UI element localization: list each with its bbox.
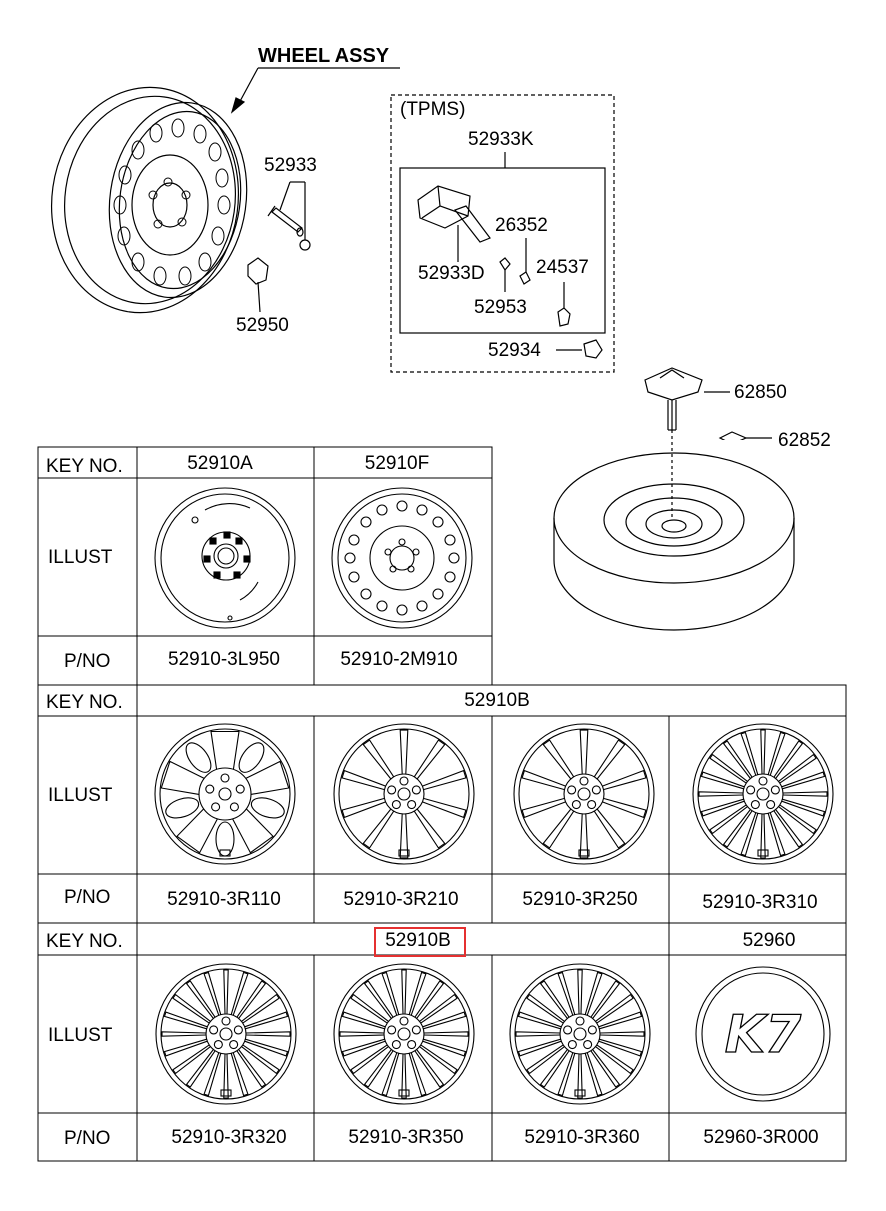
table2-pno-52910-3r210: 52910-3R210: [343, 889, 459, 910]
alloy-wheel-3r110-icon: [154, 723, 296, 865]
alloy-wheel-3r350-icon: [333, 963, 475, 1105]
table2-pno-52910-3r310: 52910-3R310: [702, 892, 818, 913]
alloy-wheel-3r210-icon: [333, 723, 475, 865]
exploded-diagram: [50, 67, 772, 440]
valve-illustration: [267, 181, 311, 251]
steel-wheel-icon: [331, 487, 473, 629]
part-26352-label: 26352: [495, 215, 548, 236]
wheel-assy-illustration: [50, 67, 400, 314]
table1-pno-label: P/NO: [64, 651, 111, 672]
table1-key-52910f: 52910F: [364, 453, 430, 474]
table3-key-52960: 52960: [742, 930, 796, 951]
nut-illustration: [247, 257, 269, 313]
table2-pno-52910-3r250: 52910-3R250: [522, 889, 638, 910]
table3-pno-52960-3r000: 52960-3R000: [703, 1127, 819, 1148]
table2-illust-label: ILLUST: [48, 785, 113, 806]
wheel-assy-label: WHEEL ASSY: [258, 45, 390, 67]
table1-key-52910a: 52910A: [187, 453, 253, 474]
steel-wheel-spare-icon: [154, 487, 296, 629]
tpms-sensor-illustration: [417, 185, 491, 262]
table3-pno-label: P/NO: [64, 1128, 111, 1149]
table2-pno-label: P/NO: [64, 887, 111, 908]
table1-key-no-label: KEY NO.: [46, 456, 123, 477]
table2-key-no-label: KEY NO.: [46, 692, 123, 713]
k7-logo-icon: K7: [725, 1005, 802, 1065]
part-52950-label: 52950: [236, 315, 289, 336]
part-52934-label: 52934: [488, 340, 541, 361]
table2-key-52910b: 52910B: [464, 690, 530, 711]
part-52933k-label: 52933K: [468, 129, 534, 150]
part-62852-label: 62852: [778, 430, 831, 451]
table3-key-52910b: 52910B: [385, 930, 451, 951]
part-52953-label: 52953: [474, 297, 527, 318]
part-24537-label: 24537: [536, 257, 589, 278]
alloy-wheel-3r250-icon: [513, 723, 655, 865]
alloy-wheel-3r320-icon: [155, 963, 297, 1105]
highlight-box: [374, 927, 466, 957]
part-62850-label: 62850: [734, 382, 787, 403]
part-52933d-label: 52933D: [418, 263, 485, 284]
table3-key-no-label: KEY NO.: [46, 931, 123, 952]
table3-pno-52910-3r350: 52910-3R350: [348, 1127, 464, 1148]
alloy-wheel-3r360-icon: [509, 963, 651, 1105]
tpms-label: (TPMS): [400, 99, 466, 120]
table3-pno-52910-3r320: 52910-3R320: [171, 1127, 287, 1148]
part-52933-label: 52933: [264, 155, 317, 176]
table1-pno-52910-2m910: 52910-2M910: [340, 649, 458, 670]
table2-pno-52910-3r110: 52910-3R110: [167, 889, 281, 910]
alloy-wheel-3r310-icon: [692, 723, 834, 865]
table3-pno-52910-3r360: 52910-3R360: [524, 1127, 640, 1148]
table1-illust-label: ILLUST: [48, 547, 113, 568]
table3-illust-label: ILLUST: [48, 1025, 113, 1046]
table1-pno-52910-3l950: 52910-3L950: [168, 649, 280, 670]
spare-bolt-illustration: [644, 367, 772, 440]
